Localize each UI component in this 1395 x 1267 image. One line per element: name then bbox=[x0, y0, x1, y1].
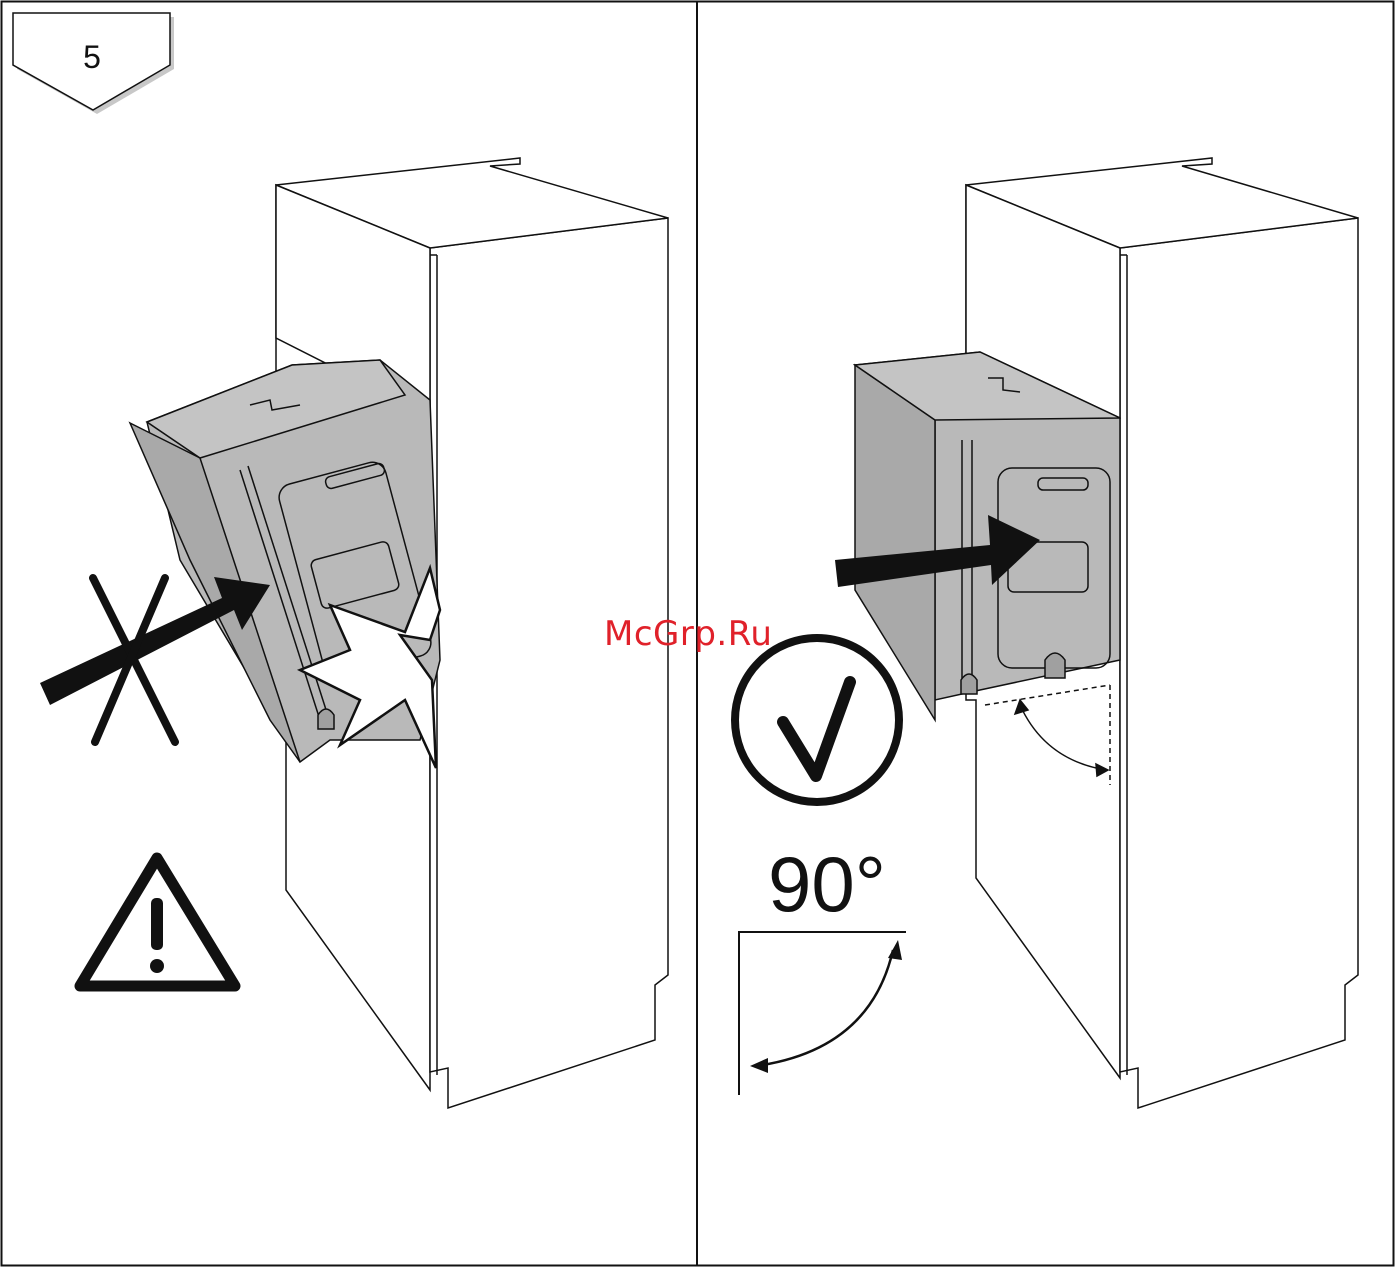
crossed-arrow-icon bbox=[40, 577, 270, 742]
right-panel: 90° bbox=[735, 158, 1358, 1108]
checkmark-icon bbox=[735, 638, 899, 802]
left-panel bbox=[40, 158, 668, 1108]
oven-straight bbox=[855, 352, 1120, 720]
warning-triangle-icon bbox=[80, 858, 235, 986]
step-badge: 5 bbox=[13, 13, 174, 114]
watermark: McGrp.Ru bbox=[604, 614, 772, 654]
angle-label: 90° bbox=[768, 840, 886, 928]
angle-icon bbox=[739, 932, 906, 1095]
step-number: 5 bbox=[83, 39, 101, 75]
